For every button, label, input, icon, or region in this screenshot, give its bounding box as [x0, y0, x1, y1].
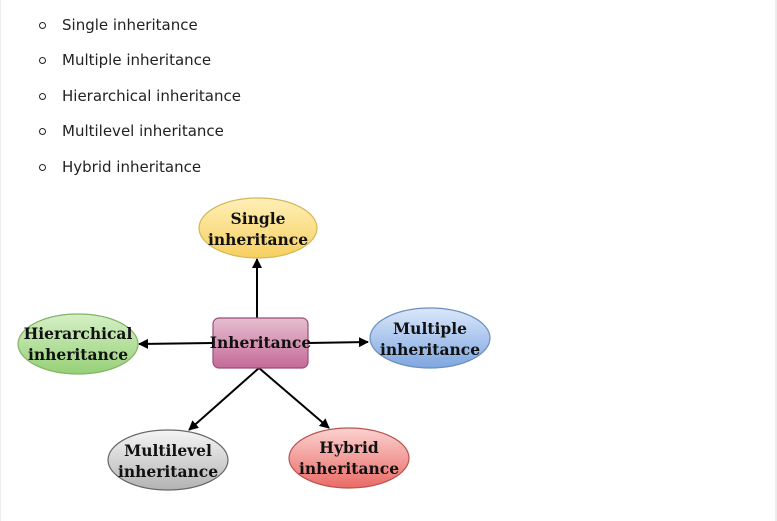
inheritance-types-list: Single inheritance Multiple inheritance … [0, 8, 241, 185]
arrow-to-hybrid [258, 367, 330, 429]
hierarchical-label-line1: Hierarchical [24, 324, 133, 343]
node-inheritance: Inheritance [210, 317, 312, 369]
inheritance-label: Inheritance [210, 333, 312, 352]
list-item: Single inheritance [0, 8, 241, 43]
multiple-label-line2: inheritance [380, 340, 480, 359]
circle-bullet-icon [39, 22, 46, 29]
list-item: Multiple inheritance [0, 43, 241, 78]
hybrid-label-line1: Hybrid [319, 438, 379, 457]
list-item-text: Multilevel inheritance [62, 122, 224, 141]
multilevel-label-line1: Multilevel [124, 441, 212, 460]
list-item-text: Hybrid inheritance [62, 157, 202, 176]
circle-bullet-icon [39, 128, 46, 136]
multilevel-label-line2: inheritance [118, 462, 218, 481]
list-item: Multilevel inheritance [0, 114, 241, 149]
node-hybrid-inheritance: Hybrid inheritance [288, 427, 410, 489]
node-single-inheritance: Single inheritance [198, 197, 318, 259]
circle-bullet-icon [39, 163, 46, 171]
single-ellipse [198, 197, 318, 259]
right-border [775, 0, 777, 521]
list-item-text: Single inheritance [62, 16, 198, 34]
node-multilevel-inheritance: Multilevel inheritance [107, 429, 229, 491]
list-item-text: Multiple inheritance [62, 51, 212, 70]
hybrid-ellipse [288, 427, 410, 489]
hybrid-label-line2: inheritance [299, 459, 399, 478]
node-multiple-inheritance: Multiple inheritance [369, 307, 491, 369]
multiple-label-line1: Multiple [393, 319, 467, 338]
left-border [0, 0, 1, 521]
circle-bullet-icon [39, 92, 46, 100]
list-item: Hierarchical inheritance [0, 79, 241, 114]
circle-bullet-icon [39, 57, 46, 65]
hierarchical-label-line2: inheritance [28, 345, 128, 364]
multilevel-ellipse [107, 429, 229, 491]
arrow-to-multilevel [188, 367, 260, 431]
single-label-line1: Single [231, 209, 286, 228]
node-hierarchical-inheritance: Hierarchical inheritance [17, 313, 139, 375]
arrow-to-hierarchical [138, 338, 214, 349]
single-label-line2: inheritance [208, 230, 308, 249]
arrow-to-multiple [307, 337, 369, 348]
hierarchical-ellipse [17, 313, 139, 375]
multiple-ellipse [369, 307, 491, 369]
list-item-text: Hierarchical inheritance [62, 86, 241, 105]
list-item: Hybrid inheritance [0, 150, 241, 185]
inheritance-box [212, 317, 309, 369]
